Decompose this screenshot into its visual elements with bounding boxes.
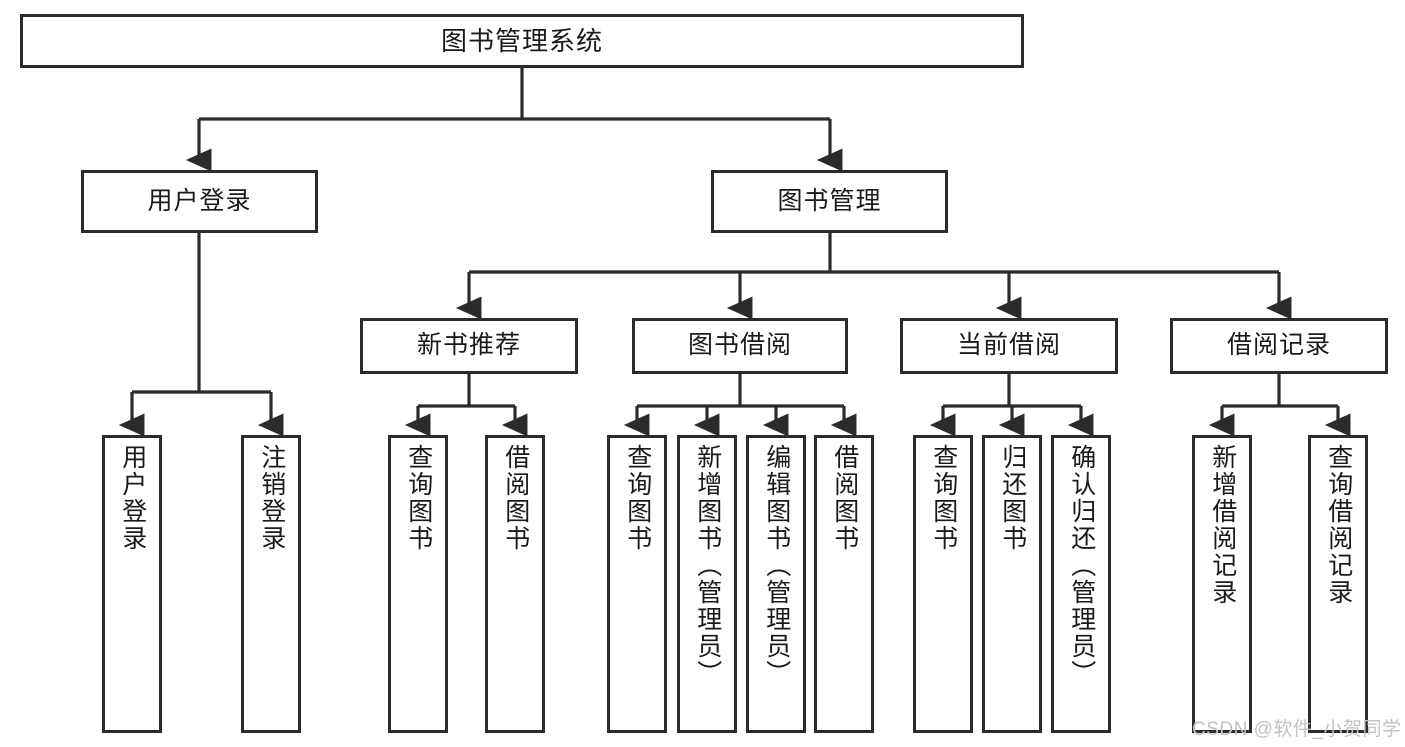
node-borrow-record-label: 借阅记录 — [1226, 331, 1331, 360]
node-leaf-return-book[interactable]: 归还图书 — [982, 435, 1042, 733]
node-leaf-confirm-return[interactable]: 确认归还（管理员） — [1051, 435, 1111, 733]
edge-root-to-level2 — [185, 68, 843, 172]
node-leaf-query-book-1[interactable]: 查询图书 — [388, 435, 448, 733]
csdn-watermark: CSDN @软件_小贺同学 — [1192, 714, 1401, 741]
node-leaf-user-login-label: 用户登录 — [118, 444, 147, 552]
edge-book-manage-to-level3 — [455, 233, 1292, 320]
node-current-borrow-label: 当前借阅 — [956, 331, 1061, 360]
node-leaf-query-borrow-record-label: 查询借阅记录 — [1324, 444, 1353, 606]
node-user-login[interactable]: 用户登录 — [81, 170, 318, 233]
node-leaf-query-book-3-label: 查询图书 — [929, 444, 958, 552]
node-leaf-return-book-label: 归还图书 — [998, 444, 1027, 552]
edge-current-borrow-to-leaves — [929, 374, 1094, 437]
node-leaf-query-borrow-record[interactable]: 查询借阅记录 — [1308, 435, 1368, 733]
node-leaf-add-book-label: 新增图书（管理员） — [693, 444, 722, 687]
node-leaf-edit-book[interactable]: 编辑图书（管理员） — [746, 435, 806, 733]
node-borrow-record[interactable]: 借阅记录 — [1170, 318, 1388, 374]
csdn-watermark-text: CSDN @软件_小贺同学 — [1192, 719, 1402, 740]
node-leaf-add-borrow-record[interactable]: 新增借阅记录 — [1192, 435, 1252, 733]
node-leaf-borrow-book-2[interactable]: 借阅图书 — [814, 435, 874, 733]
node-leaf-borrow-book-1[interactable]: 借阅图书 — [485, 435, 545, 733]
node-book-borrow-label: 图书借阅 — [687, 331, 792, 360]
node-book-borrow[interactable]: 图书借阅 — [632, 318, 848, 374]
node-leaf-add-borrow-record-label: 新增借阅记录 — [1208, 444, 1237, 606]
node-book-manage-label: 图书管理 — [777, 186, 882, 215]
node-leaf-query-book-2-label: 查询图书 — [623, 444, 652, 552]
node-leaf-user-login[interactable]: 用户登录 — [102, 435, 162, 733]
node-leaf-edit-book-label: 编辑图书（管理员） — [762, 444, 791, 687]
node-leaf-borrow-book-1-label: 借阅图书 — [501, 444, 530, 552]
node-current-borrow[interactable]: 当前借阅 — [900, 318, 1118, 374]
node-new-book-recommend-label: 新书推荐 — [416, 331, 521, 360]
node-leaf-borrow-book-2-label: 借阅图书 — [830, 444, 859, 552]
edge-book-borrow-to-leaves — [623, 374, 857, 437]
node-leaf-query-book-3[interactable]: 查询图书 — [913, 435, 973, 733]
edge-borrow-record-to-leaves — [1208, 374, 1351, 437]
node-new-book-recommend[interactable]: 新书推荐 — [360, 318, 578, 374]
node-leaf-query-book-1-label: 查询图书 — [404, 444, 433, 552]
node-book-manage[interactable]: 图书管理 — [711, 170, 948, 233]
node-leaf-confirm-return-label: 确认归还（管理员） — [1067, 444, 1096, 687]
node-root-label: 图书管理系统 — [440, 25, 603, 56]
node-leaf-query-book-2[interactable]: 查询图书 — [607, 435, 667, 733]
edge-new-book-recommend-to-leaves — [404, 374, 528, 437]
node-leaf-logout-login-label: 注销登录 — [257, 444, 286, 552]
edge-user-login-to-leaves — [118, 233, 284, 437]
node-root[interactable]: 图书管理系统 — [20, 14, 1024, 68]
node-leaf-add-book[interactable]: 新增图书（管理员） — [677, 435, 737, 733]
node-user-login-label: 用户登录 — [147, 186, 252, 215]
node-leaf-logout-login[interactable]: 注销登录 — [241, 435, 301, 733]
